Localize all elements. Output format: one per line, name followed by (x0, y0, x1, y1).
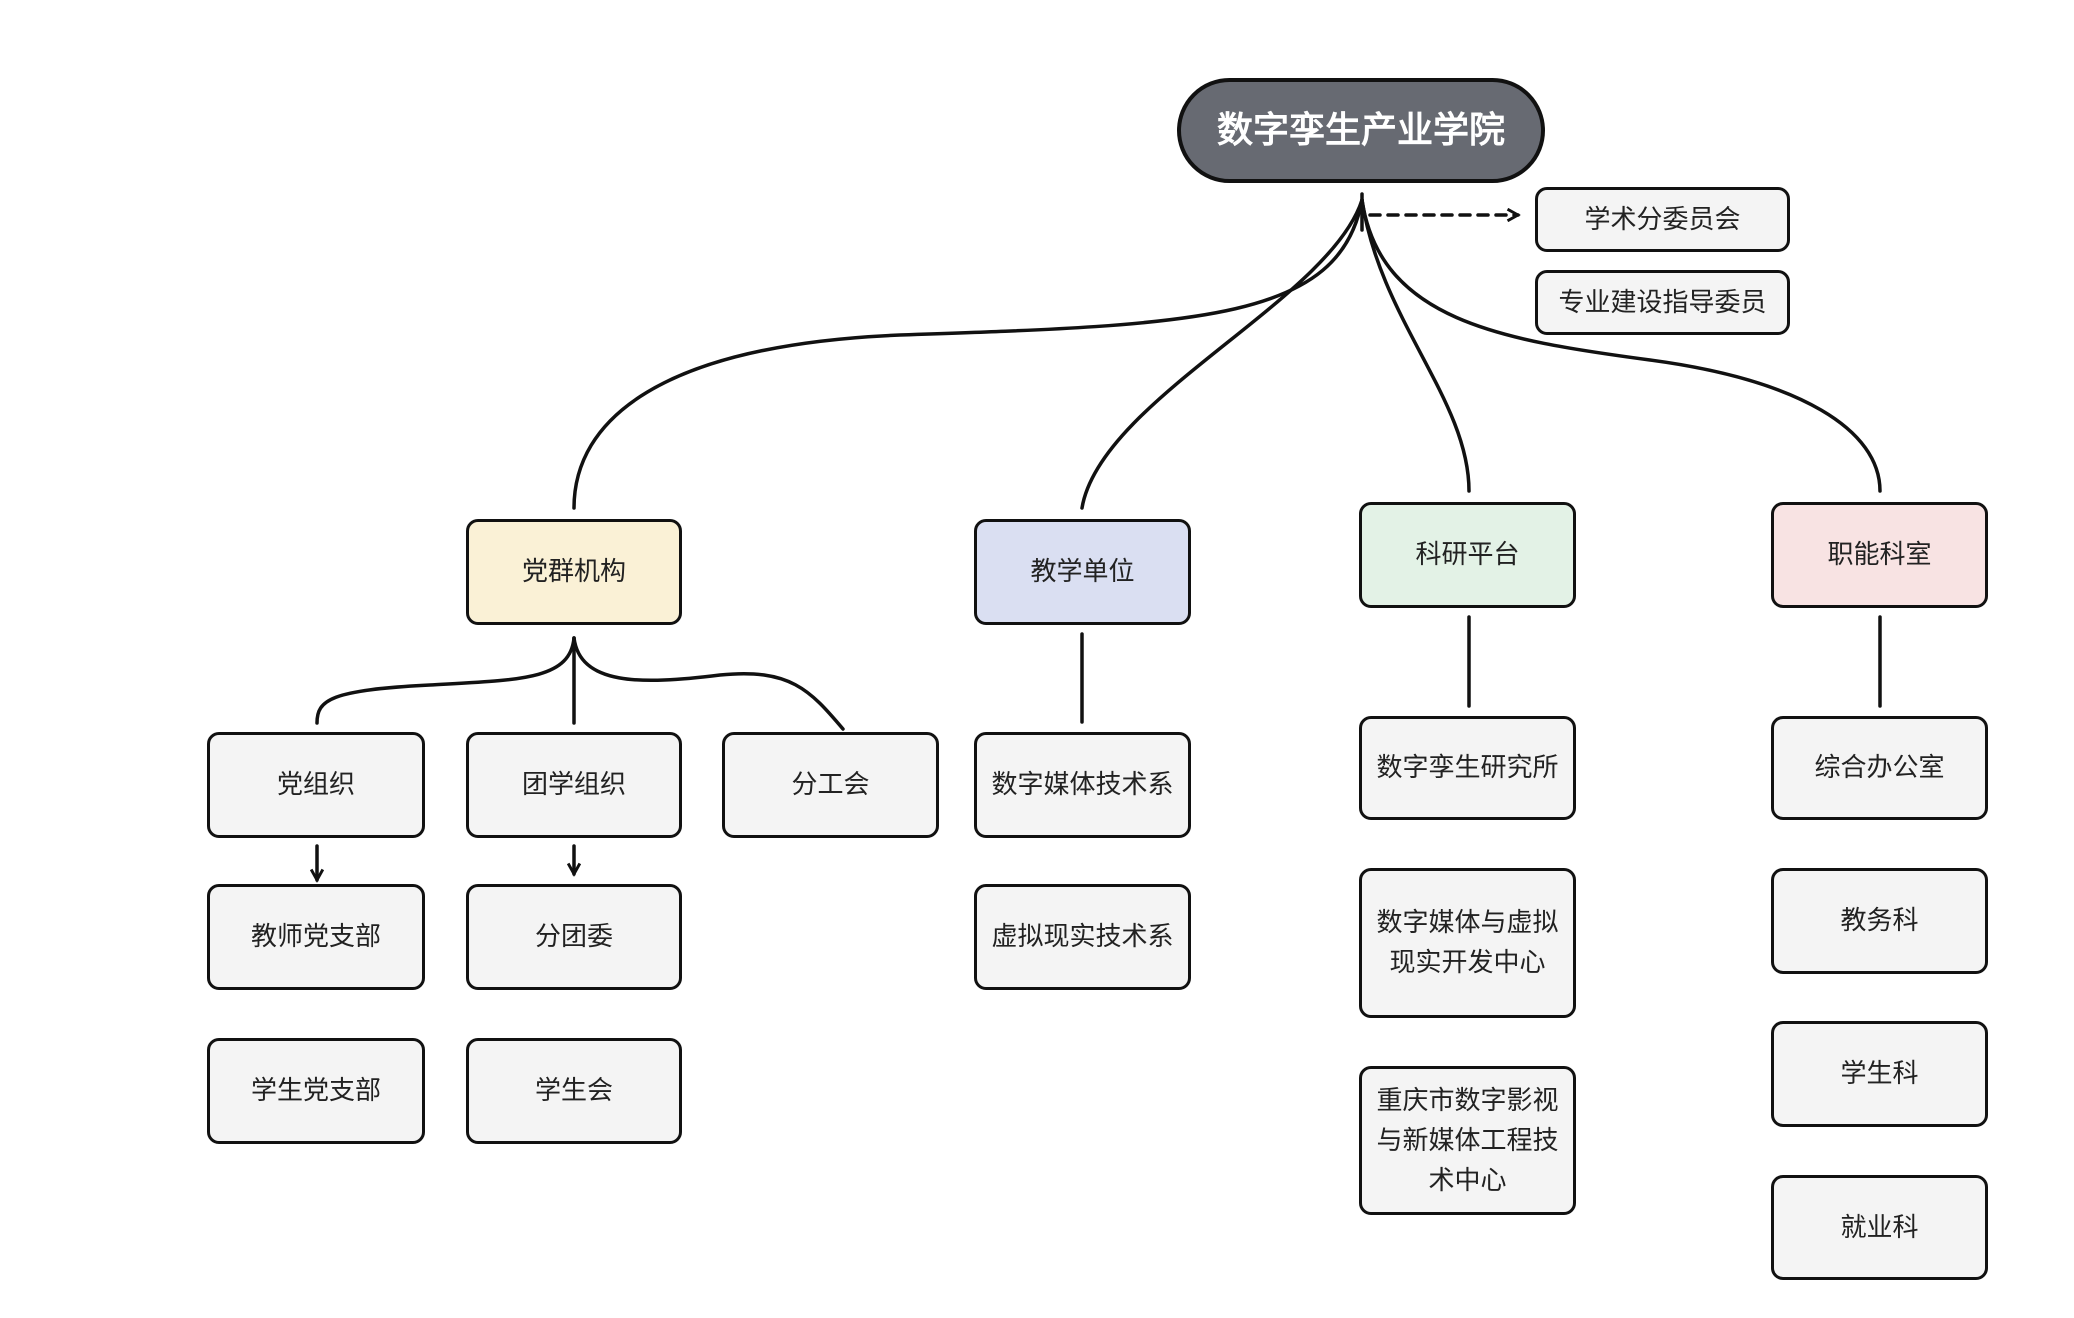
dept-dangqun[interactable]: 党群机构 (466, 519, 682, 625)
dept-zhineng[interactable]: 职能科室 (1771, 502, 1988, 608)
unit-shuzimeiti[interactable]: 数字媒体技术系 (974, 732, 1191, 838)
dept-label: 科研平台 (1415, 540, 1520, 570)
unit-label: 学生党支部 (250, 1076, 381, 1106)
unit-label: 虚拟现实技术系 (991, 922, 1174, 952)
unit-label: 团学组织 (521, 770, 626, 800)
root-label: 数字孪生产业学院 (1216, 109, 1505, 151)
unit-label: 分团委 (534, 922, 613, 952)
link-root-jiaoxue (1080, 198, 1364, 510)
unit-label: 教务科 (1840, 906, 1919, 936)
unit-jiuyeke[interactable]: 就业科 (1771, 1175, 1988, 1280)
link-dangqun-fengonghui (572, 636, 845, 731)
unit-label: 数字媒体与虚拟现实开发中心 (1376, 908, 1559, 978)
link-root-zhineng (1360, 198, 1882, 493)
link-dangqun-dangzuzhi (315, 636, 576, 725)
dept-label: 教学单位 (1030, 557, 1135, 587)
committee-program[interactable]: 专业建设指导委员 (1535, 270, 1790, 335)
unit-xueshenghui[interactable]: 学生会 (466, 1038, 682, 1144)
unit-fentuanwei[interactable]: 分团委 (466, 884, 682, 990)
unit-label: 就业科 (1840, 1212, 1919, 1243)
committee-academic[interactable]: 学术分委员会 (1535, 187, 1790, 252)
unit-zonghe-bangongshi[interactable]: 综合办公室 (1771, 716, 1988, 820)
unit-tuanxue[interactable]: 团学组织 (466, 732, 682, 838)
dept-jiaoxue[interactable]: 教学单位 (974, 519, 1191, 625)
dept-keyan[interactable]: 科研平台 (1359, 502, 1576, 608)
unit-dangzuzhi[interactable]: 党组织 (207, 732, 425, 838)
committee-label: 专业建设指导委员 (1558, 287, 1767, 318)
unit-label: 重庆市数字影视与新媒体工程技术中心 (1376, 1085, 1559, 1196)
unit-label: 数字孪生研究所 (1376, 753, 1559, 783)
link-root-keyan (1360, 198, 1471, 493)
unit-xuesheng-dangzhibu[interactable]: 学生党支部 (207, 1038, 425, 1144)
unit-label: 党组织 (276, 770, 355, 800)
unit-vr-kaifa-zhongxin[interactable]: 数字媒体与虚拟现实开发中心 (1359, 868, 1576, 1018)
unit-label: 分工会 (791, 770, 870, 800)
dept-label: 职能科室 (1827, 540, 1932, 570)
unit-label: 学生会 (534, 1076, 613, 1106)
unit-xunixianshi[interactable]: 虚拟现实技术系 (974, 884, 1191, 990)
link-root-dangqun (572, 198, 1364, 510)
unit-chongqing-zhongxin[interactable]: 重庆市数字影视与新媒体工程技术中心 (1359, 1066, 1576, 1215)
unit-luansheng-yanjiusuo[interactable]: 数字孪生研究所 (1359, 716, 1576, 820)
unit-label: 数字媒体技术系 (991, 770, 1174, 800)
unit-fengonghui[interactable]: 分工会 (722, 732, 939, 838)
committee-label: 学术分委员会 (1584, 204, 1741, 235)
unit-jiaoshi-dangzhibu[interactable]: 教师党支部 (207, 884, 425, 990)
unit-label: 学生科 (1840, 1059, 1919, 1089)
unit-xueshengke[interactable]: 学生科 (1771, 1021, 1988, 1127)
unit-label: 教师党支部 (250, 922, 381, 952)
unit-label: 综合办公室 (1814, 753, 1945, 783)
dept-label: 党群机构 (521, 557, 626, 587)
unit-jiaowuke[interactable]: 教务科 (1771, 868, 1988, 974)
root-node[interactable]: 数字孪生产业学院 (1177, 78, 1545, 183)
